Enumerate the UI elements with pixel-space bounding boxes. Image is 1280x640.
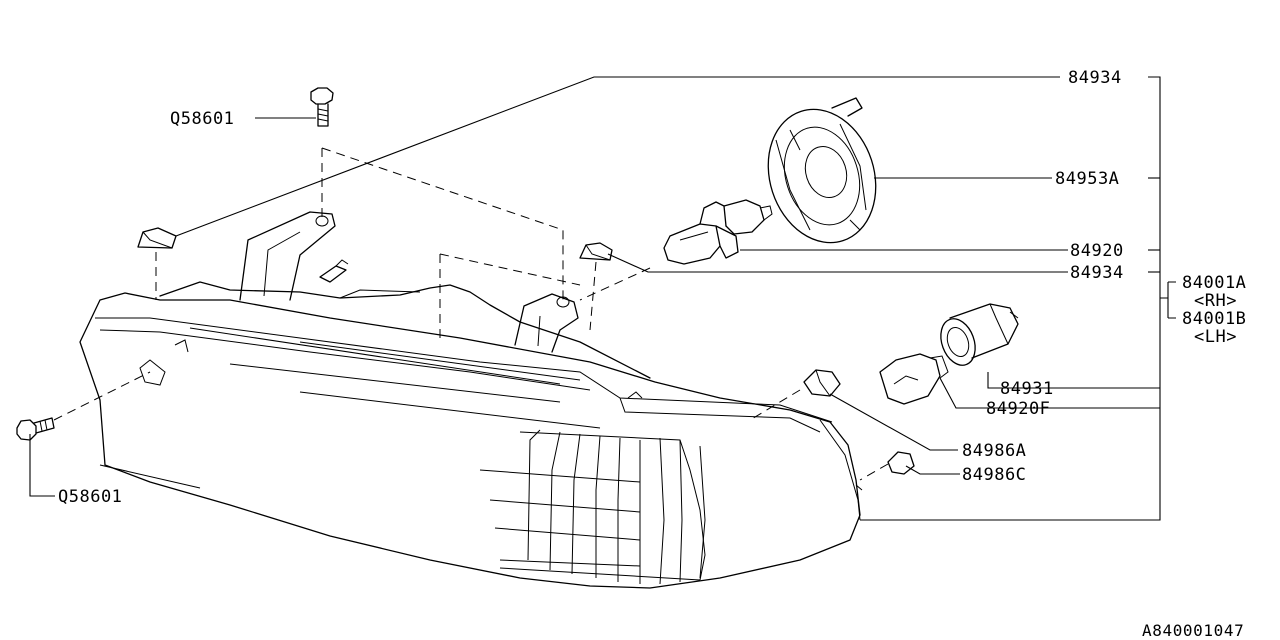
bolt-q58601-top — [310, 87, 334, 127]
label-lh: <LH> — [1194, 327, 1237, 347]
clip-84934-left — [137, 227, 177, 249]
label-q58601-bottom: Q58601 — [58, 487, 122, 507]
label-84920f: 84920F — [986, 399, 1050, 419]
headlamp-assembly — [79, 211, 863, 589]
leader-lines — [29, 76, 1176, 521]
socket-84931 — [940, 303, 1019, 366]
bulb-84920f — [879, 353, 949, 405]
diagram-reference-code: A840001047 — [1142, 621, 1244, 640]
label-84953a: 84953A — [1055, 169, 1119, 189]
label-84934-top: 84934 — [1068, 68, 1122, 88]
label-84920: 84920 — [1070, 241, 1124, 261]
label-rh: <RH> — [1194, 291, 1237, 311]
label-84934-mid: 84934 — [1070, 263, 1124, 283]
clip-84934-right — [579, 242, 613, 261]
clip-84986a — [803, 369, 841, 397]
label-q58601-top: Q58601 — [170, 109, 234, 129]
bolt-q58601-bottom — [16, 417, 55, 441]
label-84986c: 84986C — [962, 465, 1026, 485]
label-84001a: 84001A — [1182, 273, 1246, 293]
corner-lens-grid — [479, 429, 706, 585]
cover-84953a — [767, 97, 877, 244]
clip-84986c — [887, 451, 915, 475]
bulb-84920 — [663, 199, 773, 265]
label-84986a: 84986A — [962, 441, 1026, 461]
assembly-dashed-lines — [53, 147, 889, 481]
label-84931: 84931 — [1000, 379, 1054, 399]
label-84001b: 84001B — [1182, 309, 1246, 329]
part-labels: Q58601 Q58601 84934 84953A 84920 84934 8… — [58, 68, 1246, 640]
